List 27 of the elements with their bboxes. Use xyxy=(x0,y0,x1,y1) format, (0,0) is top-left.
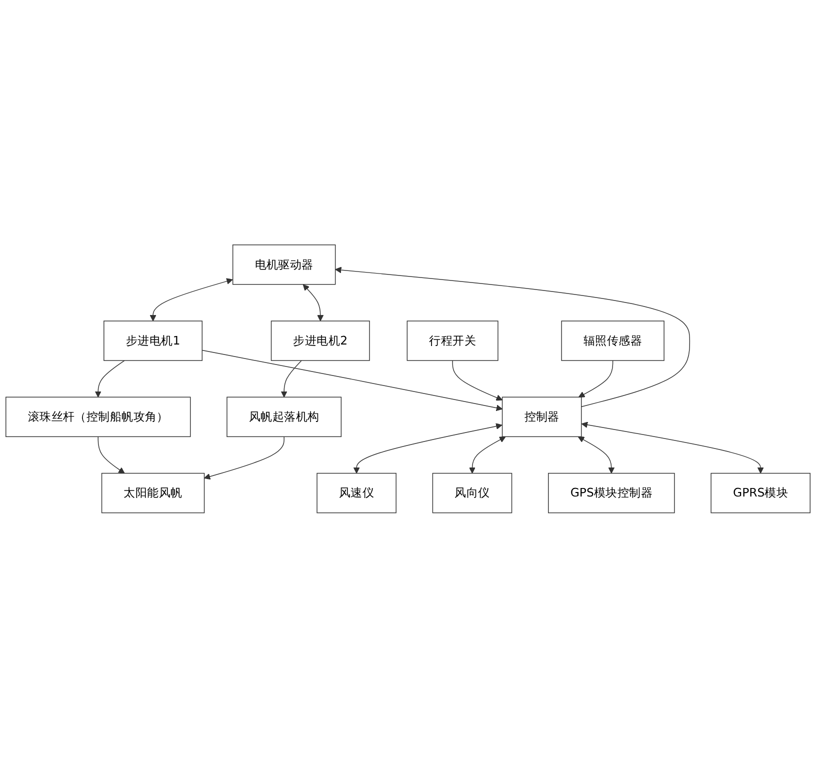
node-box: 步进电机2 xyxy=(270,320,370,362)
node-box: 风向仪 xyxy=(432,473,512,514)
node-box: 行程开关 xyxy=(406,320,498,362)
arrow xyxy=(204,436,284,480)
node-box: 辐照传感器 xyxy=(561,320,664,362)
node-box: 太阳能风帆 xyxy=(101,473,205,514)
arrow xyxy=(280,360,302,398)
arrow xyxy=(578,360,614,398)
node-box: 控制器 xyxy=(502,396,582,438)
arrow xyxy=(452,360,503,401)
arrow xyxy=(335,266,690,408)
arrow xyxy=(302,284,324,322)
arrow xyxy=(469,436,506,474)
arrow xyxy=(581,422,764,474)
arrow xyxy=(202,350,503,412)
node-box: 滚珠丝杆（控制船帆攻角） xyxy=(6,396,191,438)
node-box: 风帆起落机构 xyxy=(226,396,342,438)
arrow xyxy=(98,436,125,474)
node-box: 步进电机1 xyxy=(104,320,203,362)
arrow xyxy=(150,278,233,322)
node-box: 风速仪 xyxy=(316,473,396,514)
node-box: GPRS模块 xyxy=(710,473,810,514)
node-box: 电机驱动器 xyxy=(232,244,336,285)
arrow xyxy=(353,423,502,474)
arrow xyxy=(578,436,615,474)
arrow xyxy=(94,360,125,398)
node-box: GPS模块控制器 xyxy=(548,473,675,514)
